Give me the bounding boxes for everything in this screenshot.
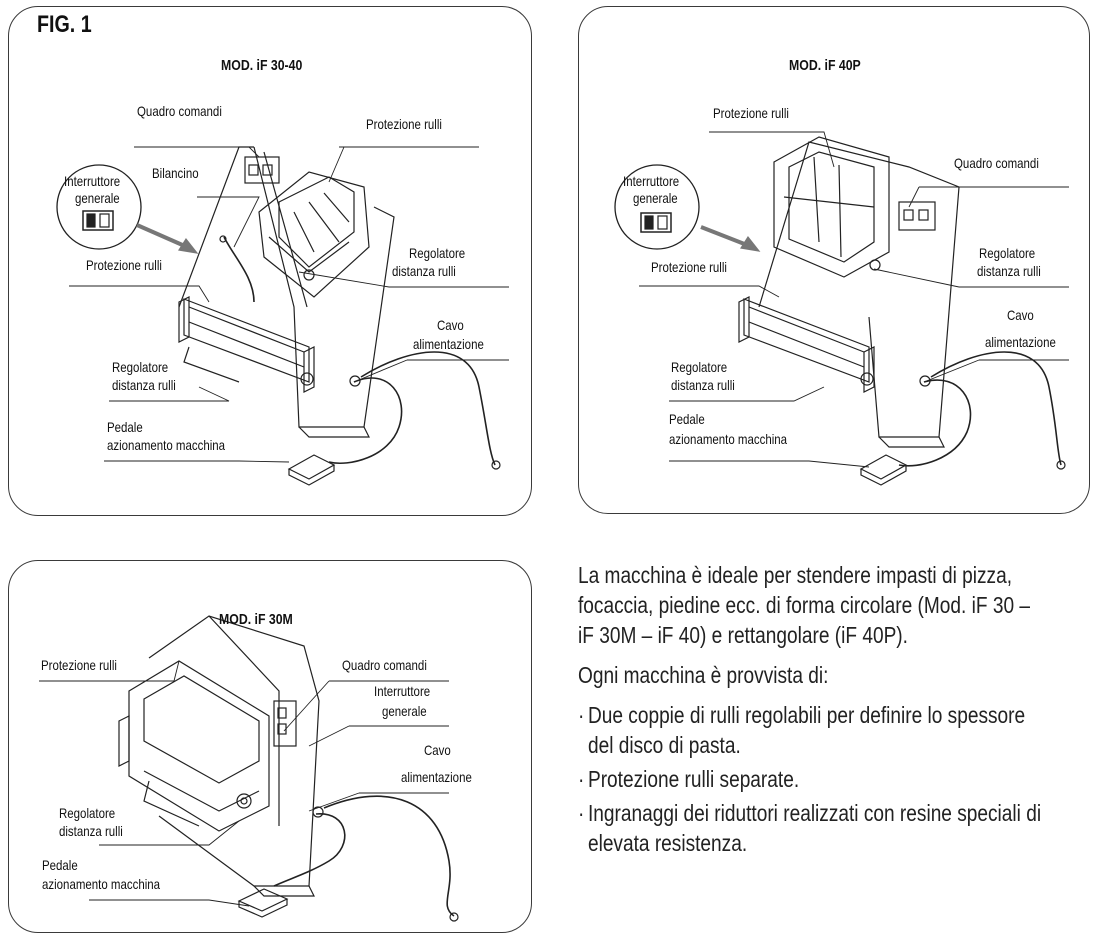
label-interruttore: Interruttore [374,683,431,699]
label-pedale: Pedale [42,857,78,873]
label-pedale: Pedale [107,419,143,435]
feature-list: ·Due coppie di rulli regolabili per defi… [578,700,1043,858]
label-azionamento-macchina: azionamento macchina [669,431,788,447]
label-distanza-rulli-top: distanza rulli [392,263,456,279]
label-quadro-comandi: Quadro comandi [342,657,427,673]
label-quadro-comandi: Quadro comandi [954,155,1039,171]
label-cavo: Cavo [437,317,464,333]
label-regolatore-top: Regolatore [409,245,466,261]
label-alimentazione: alimentazione [985,334,1056,350]
label-cavo: Cavo [424,742,451,758]
label-protezione-rulli-top: Protezione rulli [713,105,789,121]
label-cavo: Cavo [1007,307,1034,323]
model-title: MOD. iF 40P [789,57,861,74]
label-protezione-rulli: Protezione rulli [41,657,117,673]
label-regolatore: Regolatore [59,805,116,821]
label-regolatore-bottom: Regolatore [112,359,169,375]
machine-diagram-if-30m [39,615,459,922]
panel-mod-if-30m: MOD. iF 30M Protezione rulli Quadro coma… [8,560,532,933]
label-interruttore: Interruttore [64,173,121,189]
label-interruttore: Interruttore [623,173,680,189]
machine-description: La macchina è ideale per stendere impast… [578,560,1043,862]
panel-mod-if-40p: MOD. iF 40P Protezione rulli Interruttor… [578,6,1090,514]
label-generale: generale [382,703,427,719]
feature-text: Protezione rulli separate. [587,766,800,792]
label-quadro-comandi: Quadro comandi [137,103,222,119]
label-alimentazione: alimentazione [401,769,472,785]
feature-item: ·Ingranaggi dei riduttori realizzati con… [578,798,1043,858]
label-protezione-rulli-top: Protezione rulli [366,116,442,132]
label-regolatore-bottom: Regolatore [671,359,728,375]
label-azionamento-macchina: azionamento macchina [107,437,226,453]
label-generale: generale [633,190,678,206]
label-pedale: Pedale [669,411,705,427]
label-distanza-rulli: distanza rulli [59,823,123,839]
model-title: MOD. iF 30-40 [221,57,303,74]
bullet-marker: · [578,702,585,728]
label-generale: generale [75,190,120,206]
feature-text: Due coppie di rulli regolabili per defin… [587,702,1026,758]
label-protezione-rulli-left: Protezione rulli [651,259,727,275]
feature-item: ·Protezione rulli separate. [578,764,1043,794]
label-distanza-rulli-top: distanza rulli [977,263,1041,279]
label-protezione-rulli-left: Protezione rulli [86,257,162,273]
label-distanza-rulli-bottom: distanza rulli [671,377,735,393]
bullet-marker: · [578,800,585,826]
intro-paragraph: La macchina è ideale per stendere impast… [578,562,1030,648]
provided-paragraph: Ogni macchina è provvista di: [578,662,829,688]
machine-diagram-if-30-40 [56,146,509,486]
machine-diagram-if-40p [614,131,1069,486]
figure-label: FIG. 1 [37,11,92,38]
label-distanza-rulli-bottom: distanza rulli [112,377,176,393]
model-title: MOD. iF 30M [219,611,293,628]
label-bilancino: Bilancino [152,165,199,181]
label-regolatore-top: Regolatore [979,245,1036,261]
label-azionamento-macchina: azionamento macchina [42,876,161,892]
feature-item: ·Due coppie di rulli regolabili per defi… [578,700,1043,760]
feature-text: Ingranaggi dei riduttori realizzati con … [587,800,1042,856]
panel-mod-if-30-40: FIG. 1 MOD. iF 30-40 Quadro comandi Prot… [8,6,532,516]
label-alimentazione: alimentazione [413,336,484,352]
bullet-marker: · [578,766,585,792]
